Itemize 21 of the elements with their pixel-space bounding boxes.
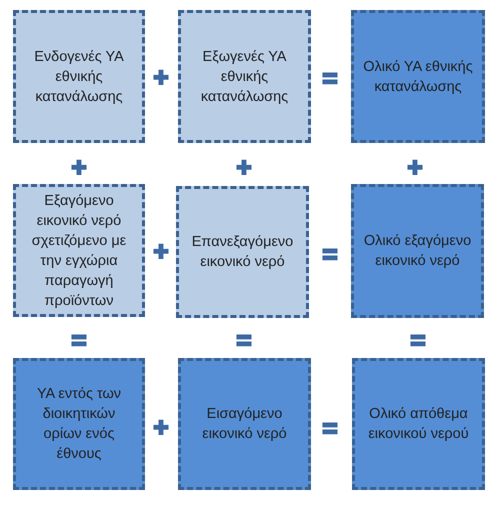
concept-box: Ολικό εξαγόμενο εικονικό νερό xyxy=(351,184,484,318)
math-operator: + xyxy=(236,157,252,177)
math-operator: + xyxy=(71,157,87,177)
math-operator: + xyxy=(153,417,169,437)
concept-box: Ολικό απόθεμα εικονικού νερού xyxy=(352,358,485,490)
math-operator: + xyxy=(153,67,169,87)
math-operator: + xyxy=(407,157,423,177)
concept-box: Επανεξαγόμενο εικονικό νερό xyxy=(176,186,309,318)
math-operator: + xyxy=(153,241,169,261)
concept-box: Εισαγόμενο εικονικό νερό xyxy=(178,358,311,490)
math-operator: = xyxy=(322,244,338,264)
math-operator: = xyxy=(322,68,338,88)
concept-box: Εξωγενές ΥΑ εθνικής κατανάλωσης xyxy=(178,10,311,143)
concept-box: Ενδογενές ΥΑ εθνικής κατανάλωσης xyxy=(13,10,145,143)
concept-box: Ολικό ΥΑ εθνικής κατανάλωσης xyxy=(351,10,485,143)
concept-box: Εξαγόμενο εικονικό νερό σχετιζόμενο με την εγχώρια παραγωγή προϊόντων xyxy=(13,184,145,317)
math-operator: = xyxy=(71,330,87,350)
math-operator: = xyxy=(322,418,338,438)
math-operator: = xyxy=(236,330,252,350)
math-operator: = xyxy=(410,330,426,350)
concept-box: ΥΑ εντός των διοικητικών ορίων ενός έθνους xyxy=(13,358,145,490)
